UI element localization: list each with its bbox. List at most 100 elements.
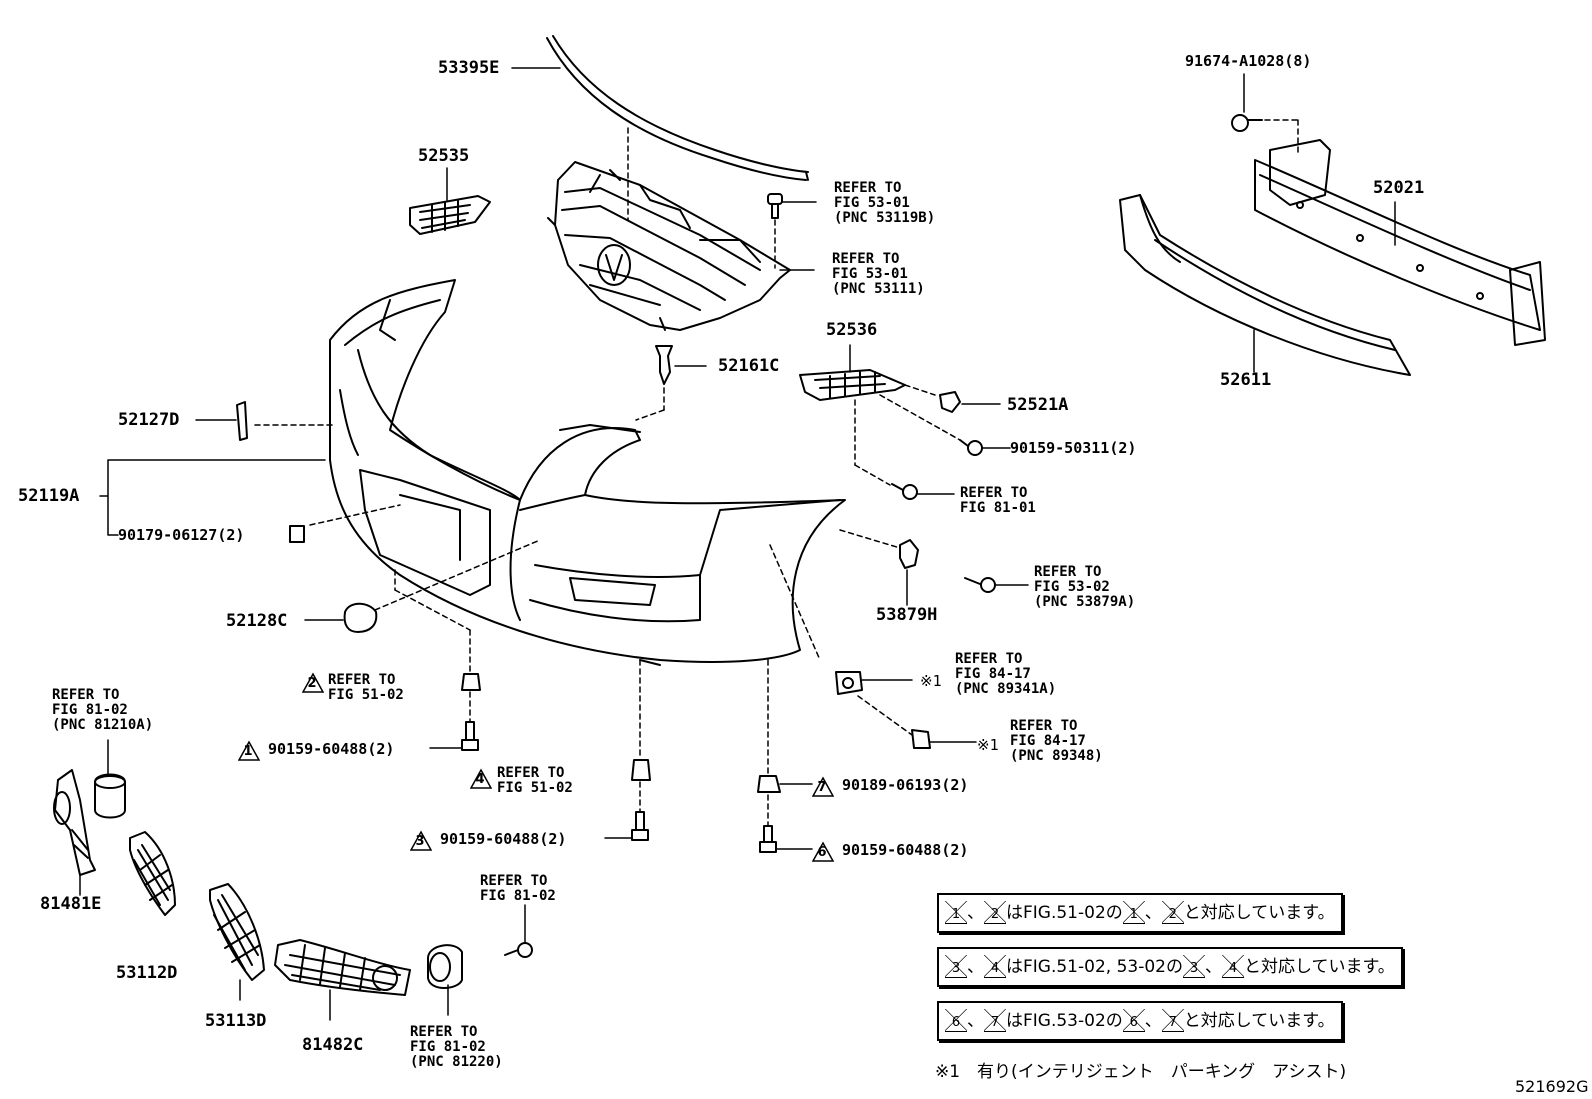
triangle-mark-4: 4 — [984, 955, 1006, 978]
molding-strip-53395E — [546, 35, 809, 181]
note-text: はFIG.51-02の — [1006, 903, 1123, 923]
label-81481E: 81481E — [40, 894, 102, 914]
fog-bracket-81481E — [53, 769, 96, 876]
label-90159-60488-3: 90159-60488(2) — [440, 830, 567, 848]
star-mark-1b: ※1 — [977, 736, 999, 754]
note-sep: 、 — [1144, 903, 1162, 923]
triangle-mark-1: 1 — [1122, 901, 1145, 924]
reinforcement-52021 — [1254, 139, 1546, 346]
label-53113D: 53113D — [205, 1011, 267, 1031]
label-52536: 52536 — [826, 320, 878, 340]
note-sep: 、 — [967, 903, 984, 923]
refer-81210A: REFER TO FIG 81-02 (PNC 81210A) — [52, 687, 154, 733]
screw-53879A — [964, 577, 996, 593]
label-90189: 90189-06193(2) — [842, 776, 969, 794]
clip-90189 — [757, 775, 781, 793]
clip-52521A — [939, 391, 961, 413]
triangle-mark-4: 4 — [1221, 955, 1244, 978]
note-text-end: と対応しています。 — [1243, 957, 1395, 977]
bumper-cover-52119A — [329, 279, 846, 666]
triangle-mark-2: 2 — [984, 901, 1006, 924]
star-mark-1a: ※1 — [920, 672, 942, 690]
bolt-90159-60488-a — [461, 721, 479, 751]
label-52021: 52021 — [1373, 178, 1425, 198]
footnote: ※1 有り(インテリジェント パーキング アシスト) — [935, 1062, 1347, 1082]
clip-refer-51-02-a — [461, 673, 481, 691]
note-sep: 、 — [1144, 1011, 1162, 1031]
bolt-91674 — [1231, 114, 1263, 132]
bracket-52535 — [409, 195, 491, 235]
bolt-53119B — [767, 193, 783, 219]
cap-52128C — [343, 602, 378, 633]
refer-53879A: REFER TO FIG 53-02 (PNC 53879A) — [1034, 564, 1136, 610]
diagram-code: 521692G — [1515, 1077, 1589, 1096]
bolt-90159-60488-b — [631, 811, 649, 841]
triangle-mark-7: 7 — [1161, 1009, 1184, 1032]
triangle-mark-2: 2 — [302, 672, 324, 693]
note-sep: 、 — [967, 957, 984, 977]
triangle-mark-1: 1 — [945, 901, 967, 924]
bracket-52536 — [799, 369, 906, 401]
refer-89341A: REFER TO FIG 84-17 (PNC 89341A) — [955, 651, 1057, 697]
label-52611: 52611 — [1220, 370, 1272, 390]
label-53112D: 53112D — [116, 963, 178, 983]
triangle-mark-6: 6 — [812, 841, 834, 862]
triangle-mark-6: 6 — [1122, 1009, 1145, 1032]
label-53395E: 53395E — [438, 58, 500, 78]
screw-refer-81-01 — [891, 483, 918, 500]
nut-90179 — [289, 525, 305, 543]
label-90179: 90179-06127(2) — [118, 526, 245, 544]
retainer-89348 — [911, 729, 931, 749]
grille-53113D — [209, 883, 265, 981]
label-91674: 91674-A1028(8) — [1185, 52, 1312, 70]
refer-53119B: REFER TO FIG 53-01 (PNC 53119B) — [834, 180, 936, 226]
triangle-mark-3: 3 — [410, 830, 432, 851]
label-52128C: 52128C — [226, 611, 288, 631]
refer-51-02-a: REFER TO FIG 51-02 — [328, 672, 404, 703]
screw-refer-81-02 — [504, 942, 533, 958]
note-text-end: と対応しています。 — [1183, 1011, 1335, 1031]
triangle-mark-6: 6 — [945, 1009, 967, 1032]
grille-53112D — [129, 831, 176, 916]
fog-grille-81482C — [274, 939, 411, 996]
note-sep: 、 — [967, 1011, 984, 1031]
label-52127D: 52127D — [118, 410, 180, 430]
label-52521A: 52521A — [1007, 395, 1069, 415]
label-90159-60488-1: 90159-60488(2) — [268, 740, 395, 758]
note-text: はFIG.51-02, 53-02の — [1006, 957, 1183, 977]
triangle-mark-3: 3 — [1182, 955, 1205, 978]
note-sep: 、 — [1204, 957, 1222, 977]
clip-52161C — [655, 345, 673, 385]
fog-lamp-81210A — [94, 773, 126, 819]
label-52161C: 52161C — [718, 356, 780, 376]
triangle-mark-1: 1 — [238, 740, 260, 761]
sensor-89341A — [835, 671, 863, 695]
radiator-grille — [547, 161, 791, 331]
triangle-mark-3: 3 — [945, 955, 967, 978]
refer-51-02-b: REFER TO FIG 51-02 — [497, 765, 573, 796]
triangle-mark-4: 4 — [470, 768, 492, 789]
refer-89348: REFER TO FIG 84-17 (PNC 89348) — [1010, 718, 1103, 764]
refer-81220: REFER TO FIG 81-02 (PNC 81220) — [410, 1024, 503, 1070]
triangle-mark-2: 2 — [1161, 901, 1184, 924]
bolt-90159-60488-c — [759, 825, 777, 853]
label-52535: 52535 — [418, 146, 470, 166]
triangle-mark-7: 7 — [812, 776, 834, 797]
triangle-mark-7: 7 — [984, 1009, 1006, 1032]
absorber-52611 — [1119, 194, 1411, 376]
label-53879H: 53879H — [876, 605, 938, 625]
note-text: はFIG.53-02の — [1006, 1011, 1123, 1031]
label-90159-50311: 90159-50311(2) — [1010, 439, 1137, 457]
clip-52127D — [236, 401, 248, 441]
label-81482C: 81482C — [302, 1035, 364, 1055]
clip-refer-51-02-b — [631, 759, 651, 781]
bolt-90159-50311 — [959, 439, 983, 456]
note-text-end: と対応しています。 — [1183, 903, 1335, 923]
refer-81-02: REFER TO FIG 81-02 — [480, 873, 556, 904]
refer-53111: REFER TO FIG 53-01 (PNC 53111) — [832, 251, 925, 297]
